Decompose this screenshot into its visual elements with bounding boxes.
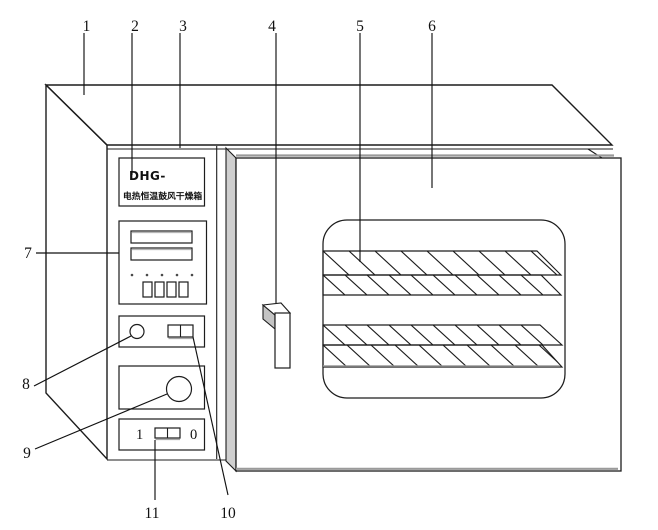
leader-8 — [33, 335, 132, 387]
shelf-hatch-row — [322, 250, 563, 276]
oven-top-face — [44, 84, 614, 146]
shelf-hatch-row — [322, 274, 563, 296]
indicator-dot — [160, 273, 164, 277]
door-handle — [261, 302, 292, 369]
oven-left-face — [45, 83, 108, 461]
callout-leaders — [33, 33, 433, 500]
shelf-1 — [322, 250, 563, 296]
callout-numbers: 1 2 3 4 5 6 7 8 9 10 11 — [22, 18, 436, 522]
indicator-lamp — [129, 323, 145, 340]
display-window-lower — [130, 247, 193, 261]
indicator-dot — [130, 273, 134, 277]
leader-9 — [34, 393, 168, 450]
indicator-dot — [190, 273, 194, 277]
controller-button — [142, 281, 153, 298]
brand-plate: DHG- 电热恒温鼓风干燥箱 — [118, 157, 206, 207]
door-hinge-side — [225, 146, 237, 473]
callout-3: 3 — [179, 18, 187, 35]
lamp-switch-panel — [118, 315, 206, 348]
callout-10: 10 — [220, 505, 236, 522]
brand-plate-frame — [118, 157, 206, 207]
indicator-dot-row — [130, 273, 194, 277]
callout-2: 2 — [131, 18, 139, 35]
leader-10 — [192, 336, 229, 496]
callout-9: 9 — [23, 445, 31, 462]
callout-7: 7 — [24, 245, 32, 262]
callout-6: 6 — [428, 18, 436, 35]
controller-button — [178, 281, 189, 298]
temperature-controller-panel — [118, 220, 208, 305]
indicator-dot — [145, 273, 149, 277]
controller-button — [154, 281, 165, 298]
callout-1: 1 — [83, 18, 91, 35]
model-text: DHG- — [129, 169, 166, 183]
body-top-right-bevel — [587, 148, 603, 159]
callout-11: 11 — [145, 505, 160, 522]
control-knob — [165, 375, 193, 403]
indicator-dot — [175, 273, 179, 277]
shelf-2 — [322, 324, 564, 368]
callout-5: 5 — [356, 18, 364, 35]
controller-button-row — [142, 281, 189, 298]
shelf-hatch-row — [322, 324, 564, 346]
controller-button — [166, 281, 177, 298]
handle-bar — [274, 312, 291, 369]
callout-4: 4 — [268, 18, 276, 35]
power-on-label: 1 — [136, 427, 143, 443]
shelf-hatch-row — [322, 344, 564, 368]
power-off-label: 0 — [190, 427, 197, 443]
knob-panel — [118, 365, 206, 410]
callout-8: 8 — [22, 376, 30, 393]
device-name-text: 电热恒温鼓风干燥箱 — [123, 190, 202, 202]
door-observation-window — [322, 219, 566, 399]
display-window-upper — [130, 230, 193, 244]
power-switch-panel: 1 0 — [118, 418, 206, 451]
